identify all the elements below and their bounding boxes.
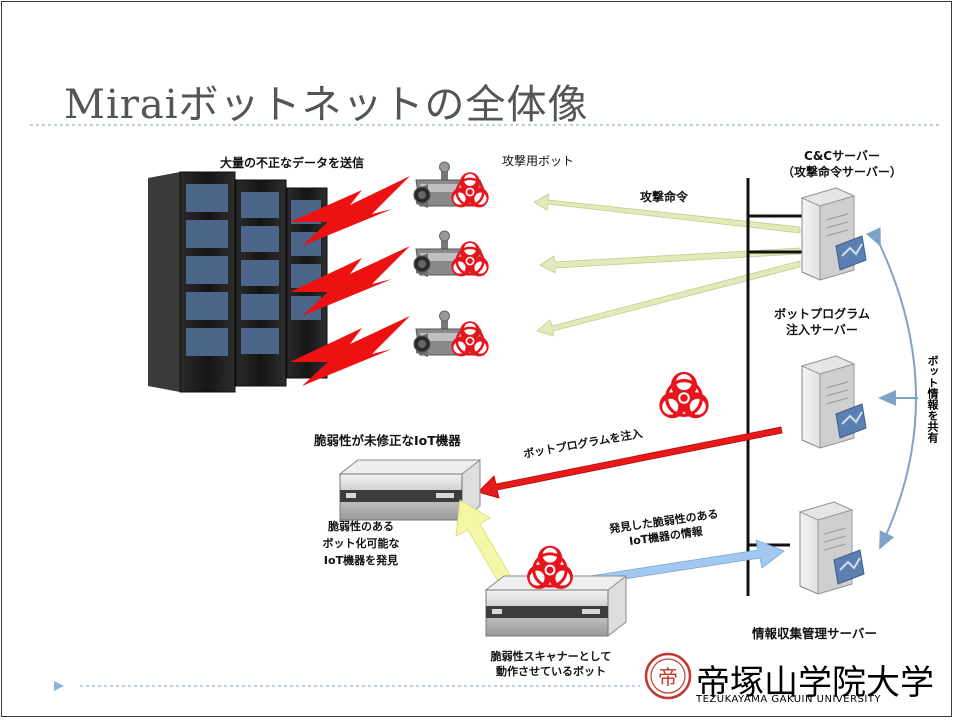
label-vulnerable-device: 脆弱性が未修正なIoT機器: [314, 433, 461, 448]
found-device-arrow: [455, 499, 515, 589]
command-arrow-2: [539, 247, 801, 274]
label-attack-command: 攻撃命令: [640, 190, 689, 204]
label-collection-server: 情報収集管理サーバー: [752, 626, 877, 641]
command-arrow-3: [536, 260, 801, 337]
label-injection-server: ボットプログラム 注入サーバー: [774, 307, 870, 338]
collection-server: [799, 501, 865, 595]
attack-bot-1: [413, 161, 490, 209]
command-arrow-1: [533, 193, 801, 234]
bolt-3: [290, 316, 410, 386]
injection-server: [801, 355, 867, 449]
label-send-data: 大量の不正なデータを送信: [220, 156, 365, 170]
slide-title: Miraiボットネットの全体像: [64, 82, 589, 128]
university-seal-icon: 帝: [644, 652, 692, 700]
attack-bot-3: [413, 310, 490, 358]
bolt-1: [290, 176, 410, 246]
cc-server: [801, 187, 867, 281]
server-rack: [148, 171, 328, 393]
footer-triangle-icon: [54, 681, 64, 691]
university-logo-sub: TEZUKAYAMA GAKUIN UNIVERSITY: [696, 694, 882, 705]
label-cc-server: C&Cサーバー （攻撃命令サーバー）: [782, 149, 902, 180]
label-scanner-bot: 脆弱性スキャナーとして 動作させているボット: [490, 650, 612, 678]
inject-arrow: [477, 426, 783, 499]
seal-char: 帝: [658, 665, 678, 689]
hazard-inject-icon: [657, 370, 711, 420]
share-info-arrow: [866, 227, 917, 550]
label-found-device: 脆弱性のある ボット化可能な IoT機器を発見: [322, 520, 400, 568]
label-attack-bot: 攻撃用ボット: [502, 154, 575, 168]
network-bus: [746, 178, 805, 596]
label-share-info: ボット情報を共有: [926, 355, 939, 443]
bolt-2: [290, 246, 410, 316]
university-logo-name: 帝塚山学院大学: [696, 663, 934, 703]
data-attack-bolts: [290, 176, 410, 386]
attack-command-arrows: [533, 193, 801, 337]
attack-bot-2: [413, 230, 490, 278]
